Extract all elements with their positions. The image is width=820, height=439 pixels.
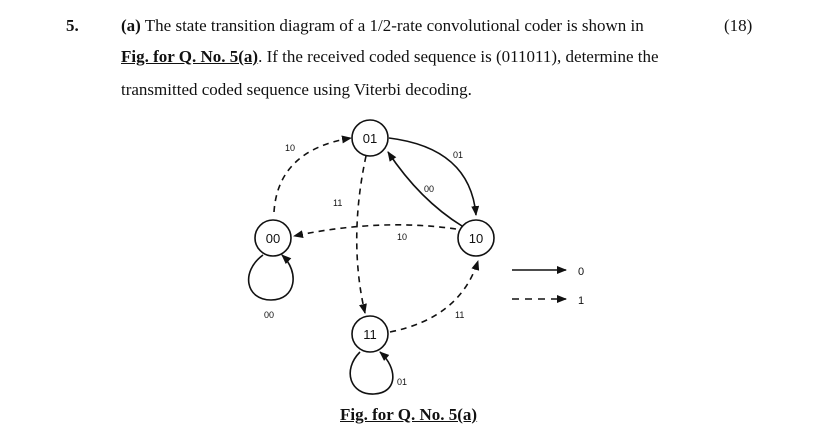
edge-00-to-01	[273, 135, 352, 213]
edge-label-01-to-10: 01	[453, 150, 463, 160]
edge-label-11-to-10: 11	[455, 310, 464, 320]
legend-label-dashed: 1	[578, 295, 584, 307]
edge-10-to-01	[387, 151, 463, 227]
question-text-line-2: . If the received coded sequence is (011…	[258, 47, 659, 66]
edge-10-to-00	[293, 224, 457, 239]
edge-label-00-self: 00	[264, 310, 274, 320]
question-marks: (18)	[724, 16, 753, 35]
state-label-11: 11	[363, 327, 377, 342]
state-node-10	[457, 219, 495, 257]
question-line-2: Fig. for Q. No. 5(a). If the received co…	[121, 47, 659, 67]
state-label-10: 10	[469, 231, 483, 246]
edge-label-00-to-01: 10	[285, 143, 295, 153]
question-text-line-1: The state transition diagram of a 1/2-ra…	[144, 16, 644, 35]
edge-label-11-self: 01	[397, 377, 407, 387]
edge-11-self-loop	[349, 351, 394, 395]
question-line-1: (a) The state transition diagram of a 1/…	[121, 16, 644, 36]
edge-label-10-to-00: 10	[397, 232, 407, 242]
state-node-00	[254, 219, 292, 257]
edge-label-01-to-11: 11	[333, 198, 342, 208]
edge-11-to-10	[389, 260, 480, 333]
state-node-01	[351, 119, 389, 157]
question-part-label: (a)	[121, 16, 141, 35]
edge-01-to-11	[355, 155, 367, 314]
edge-label-10-to-01: 00	[424, 184, 434, 194]
edge-01-to-10	[388, 137, 480, 216]
edge-00-self-loop	[247, 254, 294, 301]
state-node-11	[351, 315, 389, 353]
legend-label-solid: 0	[578, 266, 584, 278]
state-label-01: 01	[363, 131, 377, 146]
question-number: 5.	[66, 16, 79, 35]
question-line-3: transmitted coded sequence using Viterbi…	[121, 80, 472, 100]
question-text-line-3: transmitted coded sequence using Viterbi…	[121, 80, 472, 99]
state-label-00: 00	[266, 231, 280, 246]
figure-caption: Fig. for Q. No. 5(a)	[340, 405, 478, 424]
figure-reference: Fig. for Q. No. 5(a)	[121, 47, 259, 66]
